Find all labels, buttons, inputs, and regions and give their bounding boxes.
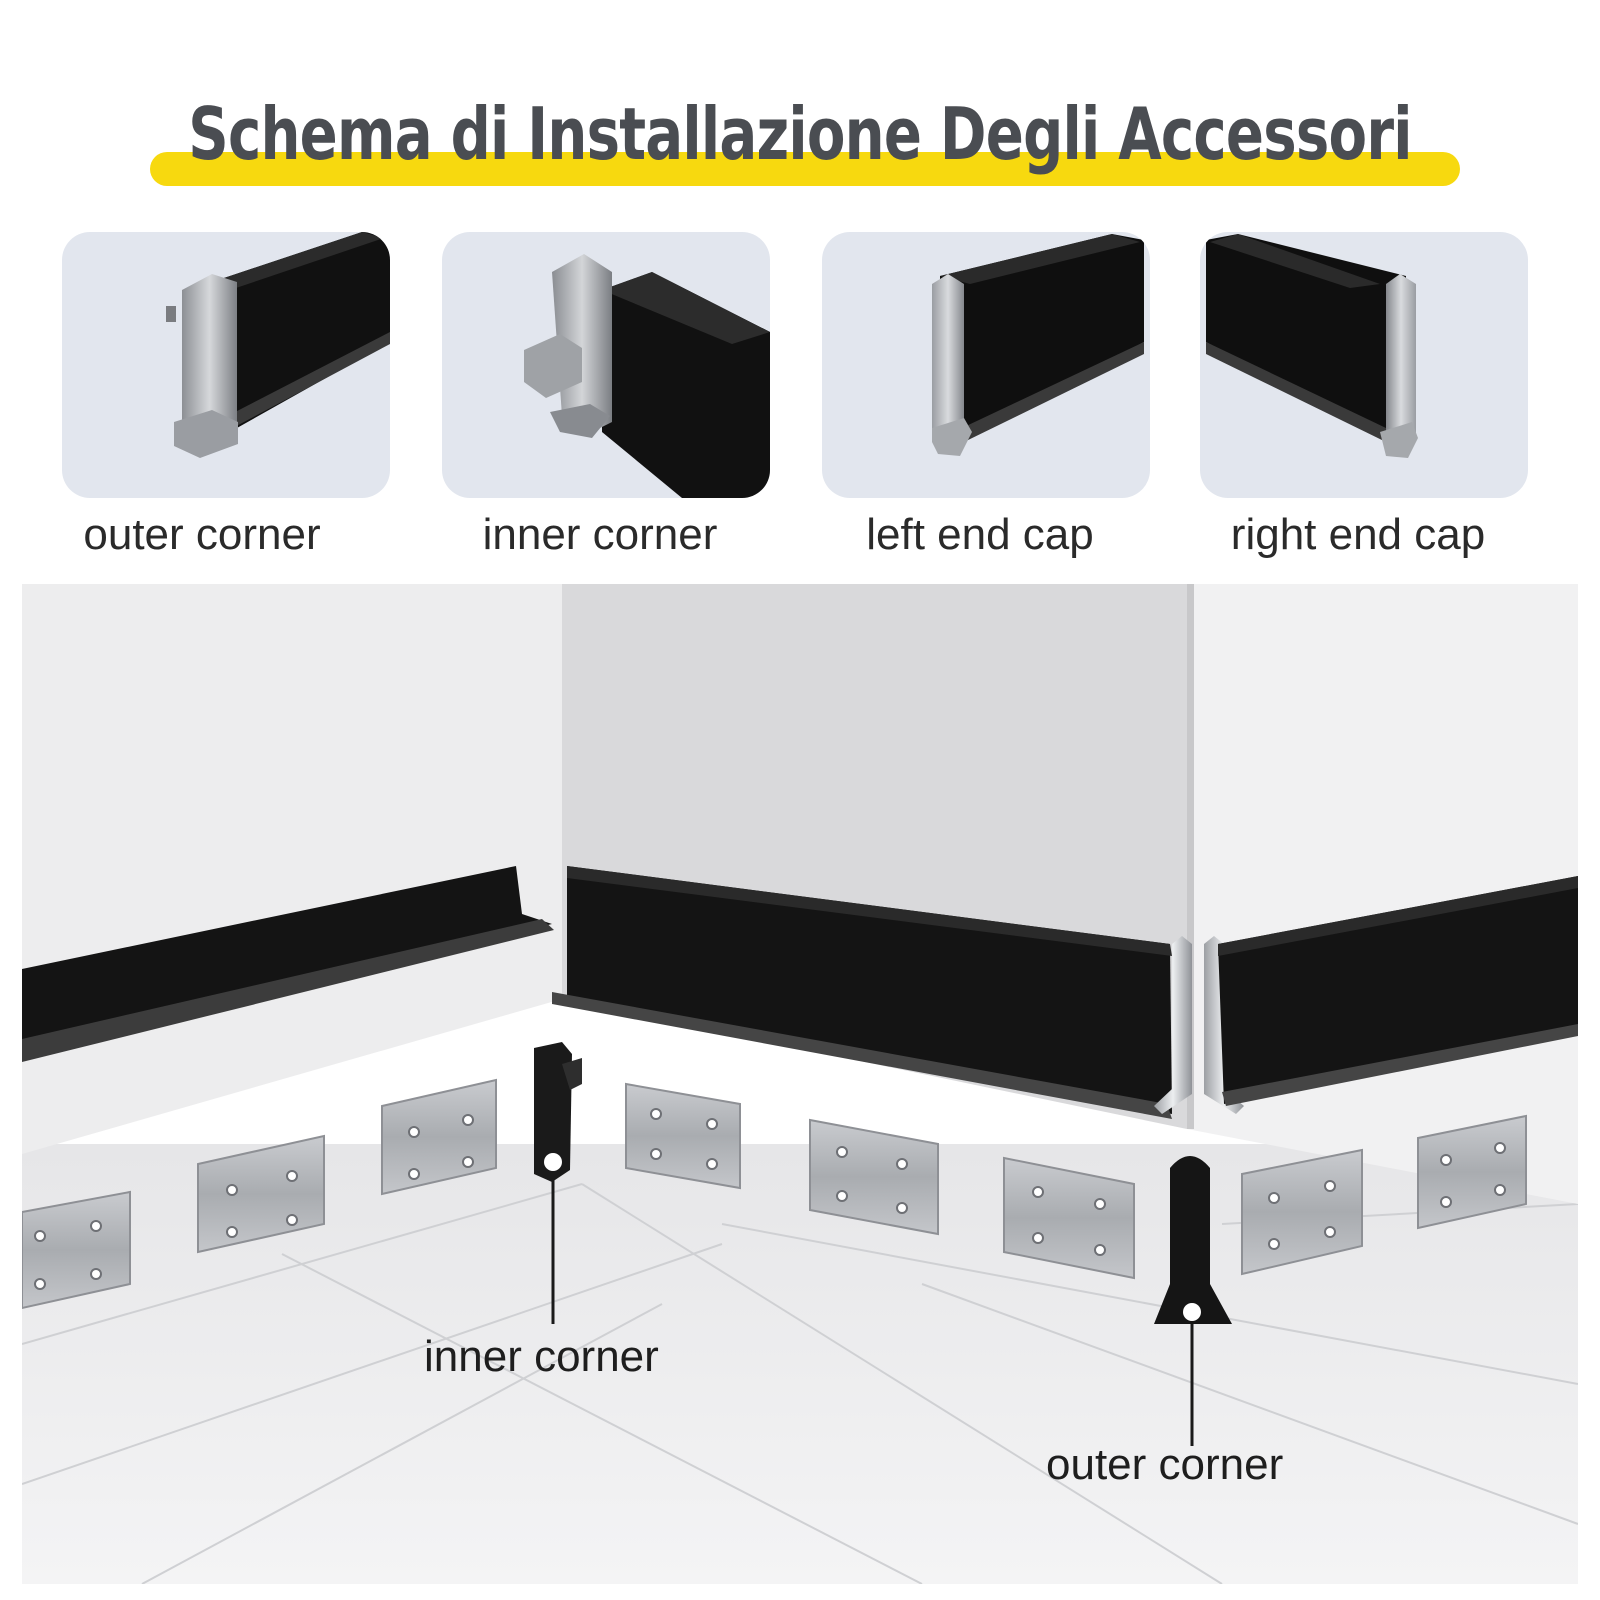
installation-illustration [22,584,1578,1584]
accessory-label-outer-corner: outer corner [83,510,321,559]
inner-corner-piece-icon [524,254,770,498]
accessory-label-left-end-cap: left end cap [866,510,1094,559]
left-end-cap-piece-icon [932,234,1144,456]
accessory-card-left-end-cap [822,232,1150,498]
accessory-label-inner-corner: inner corner [482,510,718,559]
accessory-label-right-end-cap: right end cap [1230,510,1486,559]
accessory-card-right-end-cap [1200,232,1528,498]
outer-corner-piece-scene-icon [1154,1156,1232,1446]
accessory-card-inner-corner [442,232,770,498]
inner-corner-piece-scene-icon [534,1042,582,1324]
accessory-card-outer-corner [62,232,390,498]
installation-scene: inner corner outer corner [22,584,1578,1584]
callout-outer-corner: outer corner [1046,1440,1284,1489]
right-end-cap-piece-icon [1206,234,1418,458]
outer-corner-piece-icon [166,232,390,458]
callout-inner-corner: inner corner [424,1332,659,1381]
page-title: Schema di Installazione Degli Accessori [188,92,1412,176]
title-highlight-bar [150,152,1460,186]
